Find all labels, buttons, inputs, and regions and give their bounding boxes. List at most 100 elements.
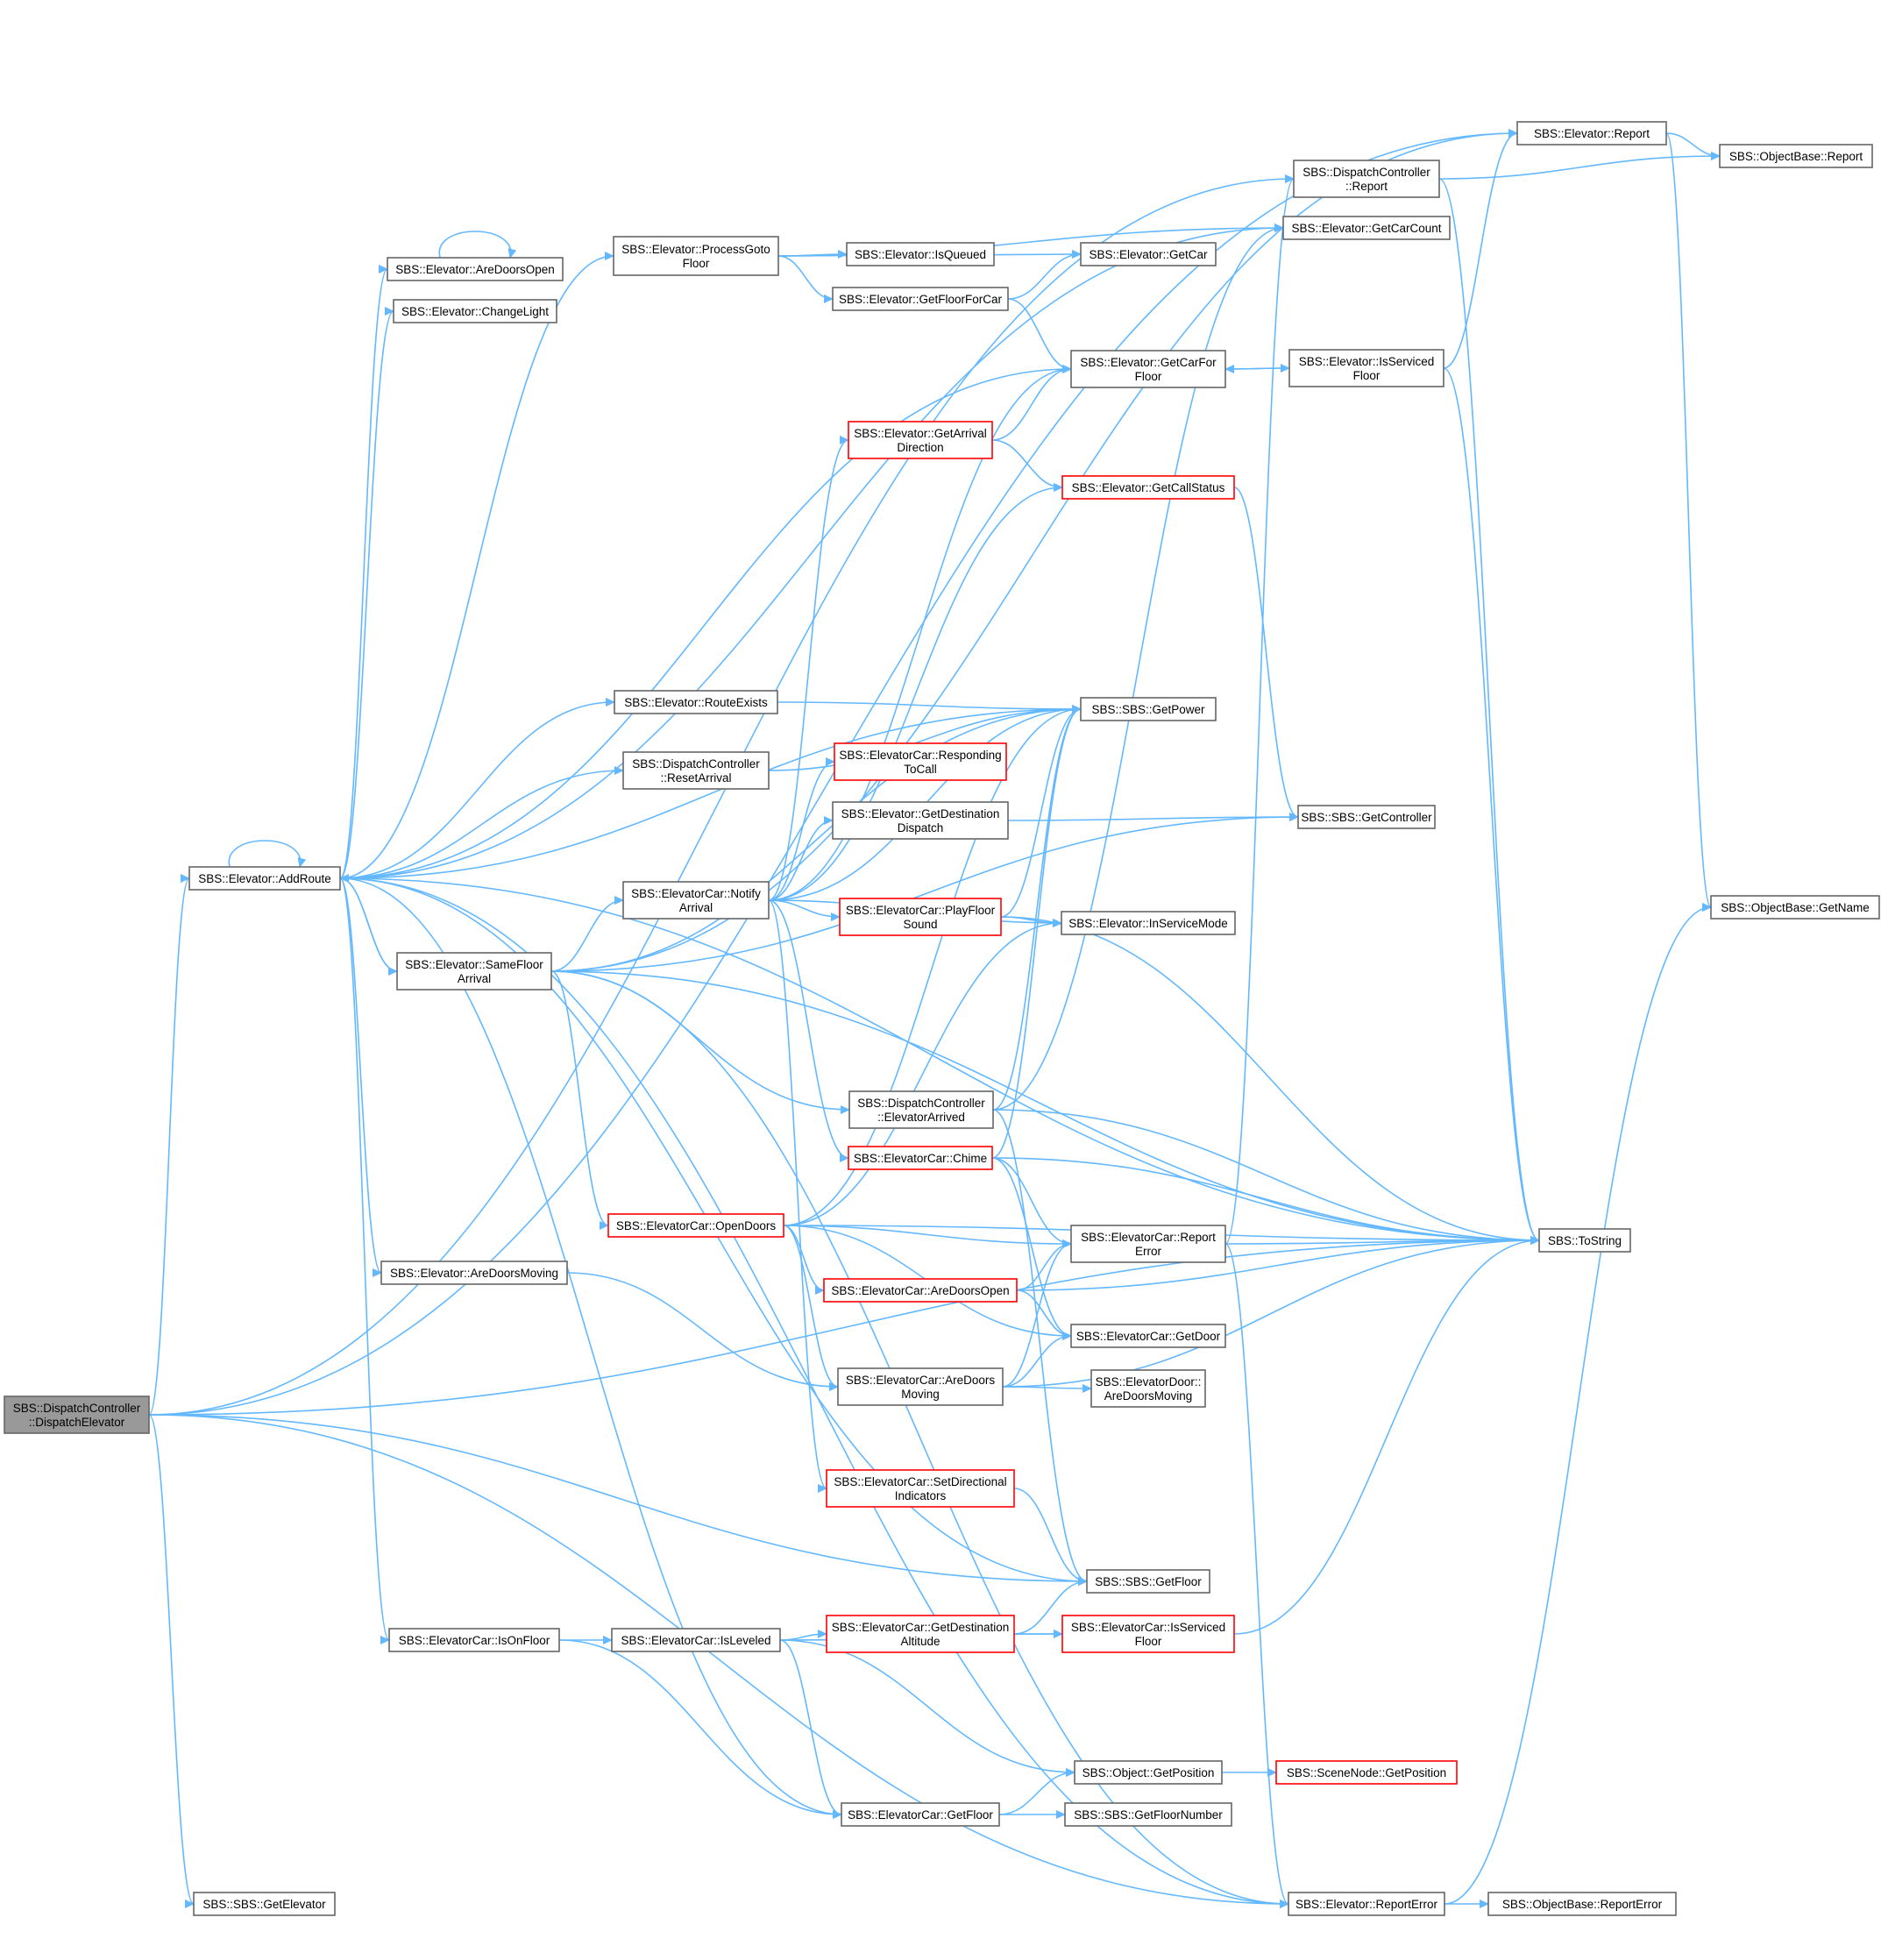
graph-node[interactable]: SBS::ElevatorDoor::AreDoorsMoving [1090,1369,1206,1408]
graph-node[interactable]: SBS::SBS::GetFloor [1086,1569,1210,1594]
graph-node[interactable]: SBS::Elevator::IsQueued [846,242,995,266]
graph-edge [991,1157,1540,1245]
edge-group [558,1639,842,1819]
node-box [848,1146,993,1170]
graph-node[interactable]: SBS::SceneNode::GetPosition [1275,1760,1458,1785]
graph-node[interactable]: SBS::SBS::GetElevator [193,1892,336,1916]
graph-node[interactable]: SBS::ElevatorCar::ReportError [1070,1225,1226,1263]
graph-node[interactable]: SBS::Elevator::AreDoorsMoving [380,1261,568,1285]
node-box [826,1615,1015,1653]
graph-node[interactable]: SBS::ElevatorCar::OpenDoors [607,1213,784,1238]
graph-edge [550,970,1540,1245]
edge-group [148,129,1518,1416]
graph-node[interactable]: SBS::SBS::GetPower [1080,697,1217,721]
node-label: SBS::Elevator::IsQueued [855,248,986,261]
graph-edge [339,705,1082,879]
graph-edge [783,1225,1072,1248]
graph-node[interactable]: SBS::ObjectBase::ReportError [1487,1892,1677,1916]
graph-edge [339,265,388,879]
edge-group [992,224,1284,1111]
node-label: SBS::Elevator::RouteExists [624,696,768,709]
graph-node[interactable]: SBS::ElevatorCar::GetDoor [1070,1324,1226,1348]
graph-node[interactable]: SBS::Elevator::GetCar [1080,242,1217,266]
graph-edge [783,919,1062,1226]
graph-node[interactable]: SBS::Elevator::GetCarCount [1282,216,1451,240]
node-box [1538,1228,1631,1253]
node-label: SBS::ObjectBase::ReportError [1502,1898,1663,1911]
node-box [396,952,552,991]
graph-node[interactable]: SBS::DispatchController::Report [1293,160,1440,198]
graph-node[interactable]: SBS::ElevatorCar::IsLeveled [611,1628,781,1652]
graph-node[interactable]: SBS::Elevator::Report [1516,121,1667,146]
edge-group [148,1414,1289,1908]
graph-edge [1438,152,1721,180]
graph-node[interactable]: SBS::ElevatorCar::Chime [848,1146,993,1170]
edge-group [768,757,835,901]
graph-node[interactable]: SBS::SBS::GetController [1297,805,1436,829]
graph-node[interactable]: SBS::DispatchController::ElevatorArrived [848,1090,994,1129]
graph-node[interactable]: SBS::SBS::GetFloorNumber [1064,1802,1232,1827]
edge-group [339,877,1540,1245]
nodes-layer: SBS::DispatchController::DispatchElevato… [4,121,1880,1916]
graph-node[interactable]: SBS::Object::GetPosition [1074,1760,1223,1785]
graph-node[interactable]: SBS::Elevator::ChangeLight [393,299,557,323]
node-label: SBS::ElevatorCar::IsLeveled [621,1634,770,1647]
edge-group [777,255,834,303]
graph-node[interactable]: SBS::ObjectBase::GetName [1710,895,1880,920]
edge-group [779,1639,842,1819]
graph-node[interactable]: SBS::Elevator::GetCallStatus [1061,475,1235,500]
node-label: SBS::Elevator::GetArrival [854,427,987,440]
graph-edge [1233,1236,1540,1635]
edge-group [1016,1289,1072,1340]
graph-node[interactable]: SBS::Elevator::RouteExists [614,690,778,714]
graph-node[interactable]: SBS::Elevator::GetFloorForCar [832,287,1009,311]
graph-node[interactable]: SBS::Elevator::AddRoute [188,866,341,891]
graph-node[interactable]: SBS::ElevatorCar::GetFloor [841,1802,1000,1827]
edge-group [550,970,850,1114]
graph-node[interactable]: SBS::Elevator::ReportError [1288,1892,1445,1916]
node-label: SBS::Elevator::AddRoute [198,872,331,885]
graph-node[interactable]: SBS::DispatchController::DispatchElevato… [4,1395,150,1434]
graph-node[interactable]: SBS::ToString [1538,1228,1631,1253]
node-box [834,742,1007,781]
node-box [1074,1760,1223,1785]
edge-group [991,365,1072,441]
node-label: SBS::Elevator::InServiceMode [1068,917,1228,930]
graph-edge [1224,174,1295,1245]
edge-group [779,1639,1075,1777]
graph-edge [779,1639,1075,1777]
graph-node[interactable]: SBS::ObjectBase::Report [1719,144,1873,168]
graph-edge [550,705,1082,972]
graph-node[interactable]: SBS::ElevatorCar::IsOnFloor [388,1628,560,1652]
graph-node[interactable]: SBS::ElevatorCar::AreDoorsMoving [837,1367,1004,1406]
node-box [1061,1615,1235,1653]
graph-node[interactable]: SBS::DispatchController::ResetArrival [622,751,770,790]
node-label: SBS::ElevatorCar::Chime [854,1152,987,1165]
edge-group [550,896,624,972]
graph-node[interactable]: SBS::Elevator::AreDoorsOpen [387,257,564,281]
graph-node[interactable]: SBS::ElevatorCar::SetDirectionalIndicato… [826,1469,1015,1508]
node-label: SBS::ElevatorCar::IsOnFloor [399,1634,550,1647]
graph-edge [1002,1332,1072,1388]
graph-edge [148,874,190,1416]
graph-node[interactable]: SBS::ElevatorCar::AreDoorsOpen [823,1278,1018,1303]
node-label: SBS::Elevator::ChangeLight [401,305,549,318]
edge-group [768,816,834,901]
node-label: Floor [1135,370,1162,383]
edge-group [339,766,624,879]
node-label: SBS::ElevatorCar::GetFloor [848,1808,993,1822]
graph-node[interactable]: SBS::Elevator::InServiceMode [1061,911,1236,935]
graph-edge [998,1768,1075,1815]
node-label: SBS::ObjectBase::GetName [1721,901,1870,914]
